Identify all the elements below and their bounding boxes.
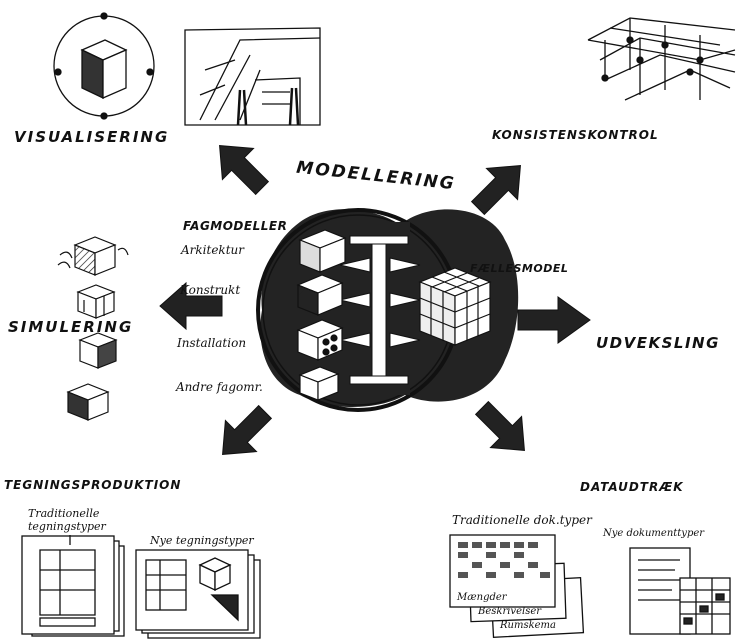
architecture-model-icon <box>298 229 347 273</box>
traditional-drawing-sheet <box>21 535 125 637</box>
fag-item-arkitektur: Arkitektur <box>181 243 244 257</box>
arrow-simulering <box>159 281 223 331</box>
faellesmodel-label: FÆLLESMODEL <box>470 262 569 275</box>
visualisering-sketch <box>53 12 321 126</box>
tegning-sheets <box>21 535 261 639</box>
traditional-drawings-line1: Traditionelle <box>28 507 100 520</box>
new-drawing-sheet <box>135 549 261 639</box>
arrow-dataudtraek <box>474 400 525 451</box>
other-disciplines-model-icon <box>298 366 340 401</box>
discipline-models <box>296 229 347 401</box>
fagmodeller-title: FAGMODELLER <box>183 219 288 233</box>
konsistenskontrol-sketch <box>587 17 736 101</box>
common-model-cube <box>418 267 492 346</box>
traditional-document-stack <box>449 534 585 638</box>
new-docs-label: Nye dokumenttyper <box>603 528 705 539</box>
structure-model-icon <box>296 274 344 316</box>
visualisering-label: VISUALISERING <box>14 128 170 146</box>
building-perspective-icon <box>184 27 321 126</box>
dataudtraek-label: DATAUDTRÆK <box>580 480 684 494</box>
sim-structure-icon <box>76 284 116 319</box>
modelling-hub <box>256 208 519 412</box>
installation-model-icon <box>296 319 344 361</box>
fag-item-installation: Installation <box>177 336 247 350</box>
traditional-docs-label: Traditionelle dok.typer <box>452 513 592 527</box>
udveksling-label: UDVEKSLING <box>596 334 720 352</box>
simulering-label: SIMULERING <box>8 318 134 336</box>
simulering-sketch <box>57 236 129 421</box>
fag-item-konstrukt: Konstrukt <box>180 283 241 297</box>
model-connectors <box>339 235 421 385</box>
arrow-udveksling <box>517 296 591 344</box>
data-sheets <box>449 534 731 638</box>
arrow-konsistenskontrol <box>470 165 521 216</box>
sim-wind-icon <box>57 236 129 276</box>
sim-daylight-icon <box>66 383 110 421</box>
traditional-drawings-line2: tegningstyper <box>28 520 106 533</box>
fag-item-andre: Andre fagomr. <box>176 380 263 394</box>
sim-thermal-icon <box>78 332 118 369</box>
konsistenskontrol-label: KONSISTENSKONTROL <box>492 128 659 142</box>
sheet-maengder: Mængder <box>457 592 507 603</box>
sheet-rumskema: Rumskema <box>500 620 557 631</box>
new-document-sheet <box>629 547 731 635</box>
new-drawings-label: Nye tegningstyper <box>150 534 254 547</box>
output-arrows <box>159 145 591 455</box>
arrow-visualisering <box>219 145 270 196</box>
tegningsproduktion-label: TEGNINGSPRODUKTION <box>4 478 182 492</box>
sheet-beskrivelser: Beskrivelser <box>478 606 542 617</box>
arrow-tegningsproduktion <box>222 404 273 455</box>
